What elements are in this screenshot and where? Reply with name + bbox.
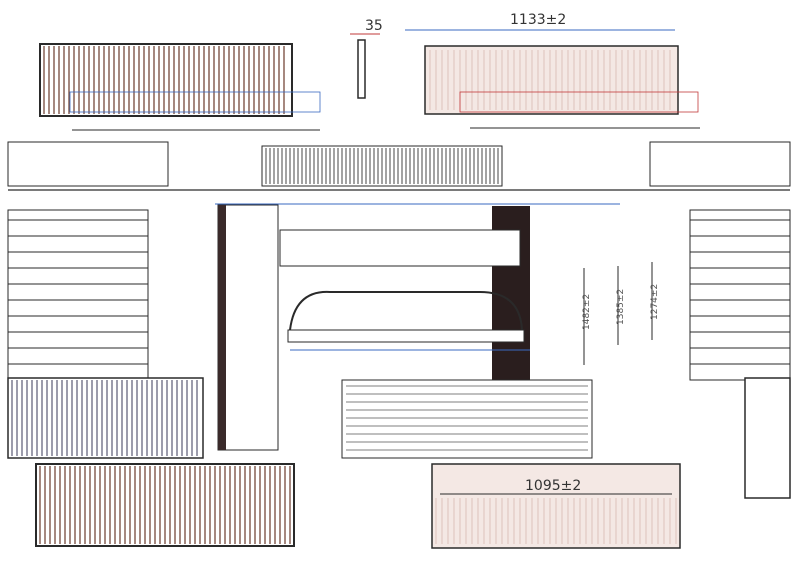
bottom-left-panel [35, 463, 295, 547]
dimension-label-1482: 1482±2 [582, 294, 592, 330]
dimension-label-35: 35 [365, 18, 383, 34]
bottom-right-panel: 1095±2 [431, 463, 681, 549]
middle-bar-row [7, 141, 791, 205]
dimension-label-1385: 1385±2 [616, 289, 626, 325]
dimension-label-1274: 1274±2 [650, 284, 660, 320]
right-side-stack [689, 209, 791, 499]
dimension-label-1133: 1133±2 [510, 12, 566, 28]
side-dimensions: 1482±2 1385±2 1274±2 [582, 262, 660, 365]
lower-center-block [341, 379, 593, 459]
top-right-panel: 1133±2 [405, 12, 700, 129]
top-left-panel [39, 43, 321, 131]
vertical-columns [217, 204, 530, 451]
dimension-35: 35 [350, 18, 383, 99]
left-side-stack [7, 209, 204, 459]
dimension-label-1095: 1095±2 [525, 478, 581, 494]
center-profile [279, 229, 530, 351]
